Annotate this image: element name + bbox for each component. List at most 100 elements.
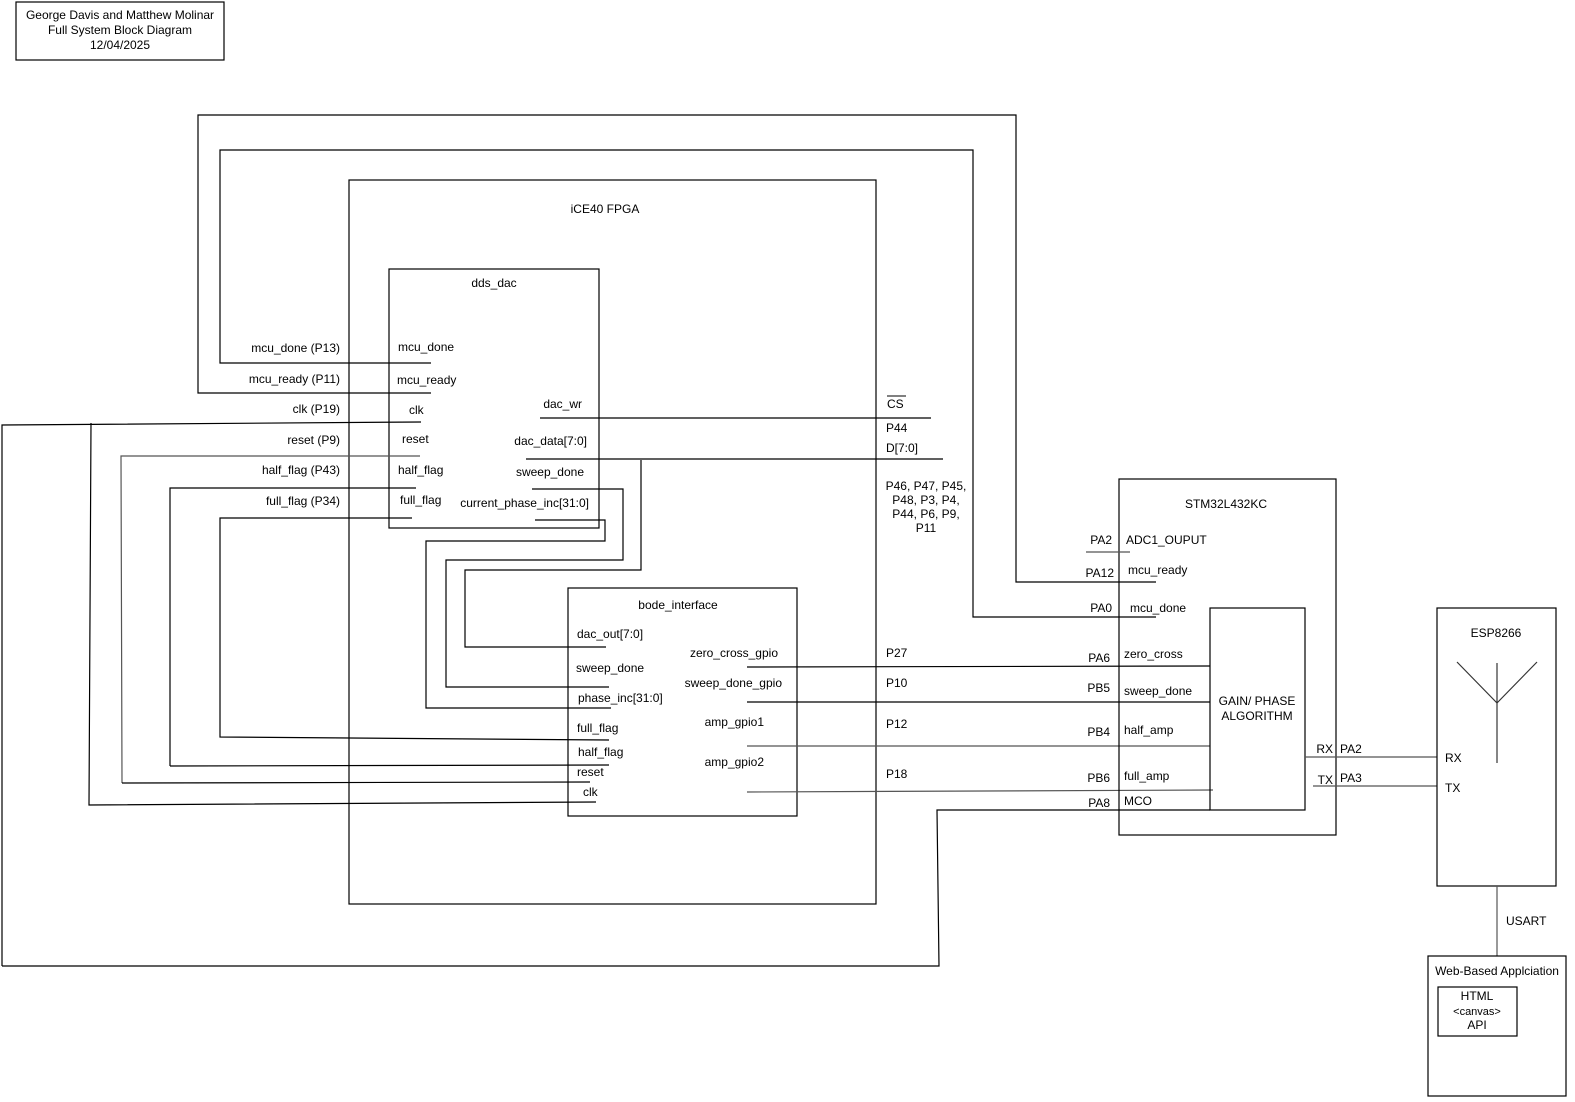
stm32-sig-mcu-ready: mcu_ready xyxy=(1128,563,1187,577)
bode-out-zero-cross: zero_cross_gpio xyxy=(690,646,778,660)
bode-out-sweep-done: sweep_done_gpio xyxy=(685,676,783,690)
bode-in-full-flag: full_flag xyxy=(577,721,618,735)
pin-label-p12: P12 xyxy=(886,717,908,731)
pin-label-cs-pin: P44 xyxy=(886,421,908,435)
fpga-right-pins: CS P44 D[7:0] P46, P47, P45, P48, P3, P4… xyxy=(886,395,967,781)
stm32-pin-pa2: PA2 xyxy=(1090,533,1112,547)
dds-out-dac-wr: dac_wr xyxy=(543,397,582,411)
stm32-label: STM32L432KC xyxy=(1185,497,1267,511)
bode-in-half-flag: half_flag xyxy=(578,745,623,759)
pin-label-mcu-done: mcu_done (P13) xyxy=(251,341,340,355)
html-canvas-api-frame xyxy=(1437,986,1518,1037)
wire-mcu-ready xyxy=(197,114,1156,583)
wire-phase-inc xyxy=(425,519,611,709)
stm32-uart-rx-pin: PA2 xyxy=(1340,742,1362,756)
stm32-sig-mcu-done: mcu_done xyxy=(1130,601,1186,615)
fpga-label: iCE40 FPGA xyxy=(571,202,640,216)
wire-zero-cross xyxy=(746,665,1211,668)
title-block-frame xyxy=(15,1,225,61)
stm32-uart-tx: TX xyxy=(1318,773,1333,787)
title-block: George Davis and Matthew Molinar Full Sy… xyxy=(15,1,225,61)
bode-in-clk: clk xyxy=(583,785,599,799)
dds-out-sweep-done: sweep_done xyxy=(516,465,584,479)
esp8266-label: ESP8266 xyxy=(1471,626,1522,640)
gain-phase-algorithm-frame xyxy=(1209,607,1306,811)
stm32-sig-sweep-done: sweep_done xyxy=(1124,684,1192,698)
html-canvas-line2: <canvas> xyxy=(1453,1006,1501,1018)
wire-reset-bode xyxy=(121,781,591,784)
pin-label-p18: P18 xyxy=(886,767,908,781)
algorithm-label-line2: ALGORITHM xyxy=(1221,709,1292,723)
antenna-icon xyxy=(1456,661,1538,763)
wire-half-flag-bode xyxy=(169,764,610,767)
dds-in-full-flag: full_flag xyxy=(400,493,441,507)
wire-amp-gpio2 xyxy=(746,789,1214,793)
dds-dac-label: dds_dac xyxy=(471,276,516,290)
title-date: 12/04/2025 xyxy=(90,38,150,52)
pin-label-data-pins-2: P48, P3, P4, xyxy=(892,493,959,507)
stm32-sig-mco: MCO xyxy=(1124,794,1152,808)
pin-label-full-flag: full_flag (P34) xyxy=(266,494,340,508)
stm32-sig-adc: ADC1_OUPUT xyxy=(1126,533,1207,547)
stm32-pin-pb6: PB6 xyxy=(1087,771,1110,785)
dds-in-mcu-done: mcu_done xyxy=(398,340,454,354)
pin-label-p27: P27 xyxy=(886,646,908,660)
stm32-pin-pa6: PA6 xyxy=(1088,651,1110,665)
pin-label-data-pins-4: P11 xyxy=(916,521,937,535)
dds-dac-block: dds_dac mcu_done mcu_ready clk reset hal… xyxy=(388,268,600,529)
web-app-frame xyxy=(1427,955,1567,1097)
stm32-pin-pb4: PB4 xyxy=(1087,725,1110,739)
title-text: Full System Block Diagram xyxy=(48,23,192,37)
dds-out-dac-data: dac_data[7:0] xyxy=(514,434,587,448)
bode-in-sweep-done: sweep_done xyxy=(576,661,644,675)
pin-label-data-pins-1: P46, P47, P45, xyxy=(886,479,967,493)
bode-in-reset: reset xyxy=(577,765,604,779)
stm32-sig-zero-cross: zero_cross xyxy=(1124,647,1183,661)
web-app-block: Web-Based Applciation HTML <canvas> API xyxy=(1427,955,1567,1097)
title-authors: George Davis and Matthew Molinar xyxy=(26,8,214,22)
pin-label-data: D[7:0] xyxy=(886,441,918,455)
bode-in-phase-inc: phase_inc[31:0] xyxy=(578,691,663,705)
pin-label-cs: CS xyxy=(887,397,904,411)
stm32-frame xyxy=(1118,478,1337,836)
pin-label-half-flag: half_flag (P43) xyxy=(262,463,340,477)
stm32-pin-pa0: PA0 xyxy=(1090,601,1112,615)
html-canvas-line1: HTML xyxy=(1461,989,1494,1003)
esp8266-block: ESP8266 RX TX xyxy=(1436,607,1557,887)
pin-label-p10: P10 xyxy=(886,676,908,690)
pin-label-data-pins-3: P44, P6, P9, xyxy=(892,507,959,521)
algorithm-label-line1: GAIN/ PHASE xyxy=(1219,694,1296,708)
web-app-label: Web-Based Applciation xyxy=(1435,964,1559,978)
bode-in-dac-out: dac_out[7:0] xyxy=(577,627,643,641)
fpga-frame xyxy=(348,179,877,905)
wire-dac-out xyxy=(464,460,642,648)
esp-tx-label: TX xyxy=(1445,781,1460,795)
stm32-pin-pa8: PA8 xyxy=(1088,796,1110,810)
stm32-pin-pb5: PB5 xyxy=(1087,681,1110,695)
usart-label: USART xyxy=(1506,914,1547,928)
fpga-left-pins: mcu_done (P13) mcu_ready (P11) clk (P19)… xyxy=(249,341,340,508)
wire-clk-bode xyxy=(88,422,597,806)
bode-out-amp1: amp_gpio1 xyxy=(705,715,765,729)
wire-half-flag-dds xyxy=(169,487,416,766)
wire-reset-dds xyxy=(120,455,420,784)
stm32-pin-pa12: PA12 xyxy=(1086,566,1115,580)
pin-label-mcu-ready: mcu_ready (P11) xyxy=(249,372,340,386)
dds-out-phase-inc: current_phase_inc[31:0] xyxy=(460,496,589,510)
dds-dac-frame xyxy=(388,268,600,529)
esp-rx-label: RX xyxy=(1445,751,1462,765)
stm32-uart-rx: RX xyxy=(1316,742,1333,756)
wire-sweep-done-internal xyxy=(445,488,624,688)
bode-out-amp2: amp_gpio2 xyxy=(705,755,765,769)
dds-in-clk: clk xyxy=(409,403,425,417)
wire-clk-main xyxy=(1,421,422,966)
wire-full-flag xyxy=(219,517,610,741)
dds-in-reset: reset xyxy=(402,432,429,446)
wire-mco-clock xyxy=(2,809,1210,967)
dds-in-mcu-ready: mcu_ready xyxy=(397,373,456,387)
dds-in-half-flag: half_flag xyxy=(398,463,443,477)
pin-label-clk: clk (P19) xyxy=(293,402,340,416)
stm32-sig-full-amp: full_amp xyxy=(1124,769,1170,783)
stm32-block: STM32L432KC PA2 ADC1_OUPUT PA12 mcu_read… xyxy=(1086,478,1362,836)
